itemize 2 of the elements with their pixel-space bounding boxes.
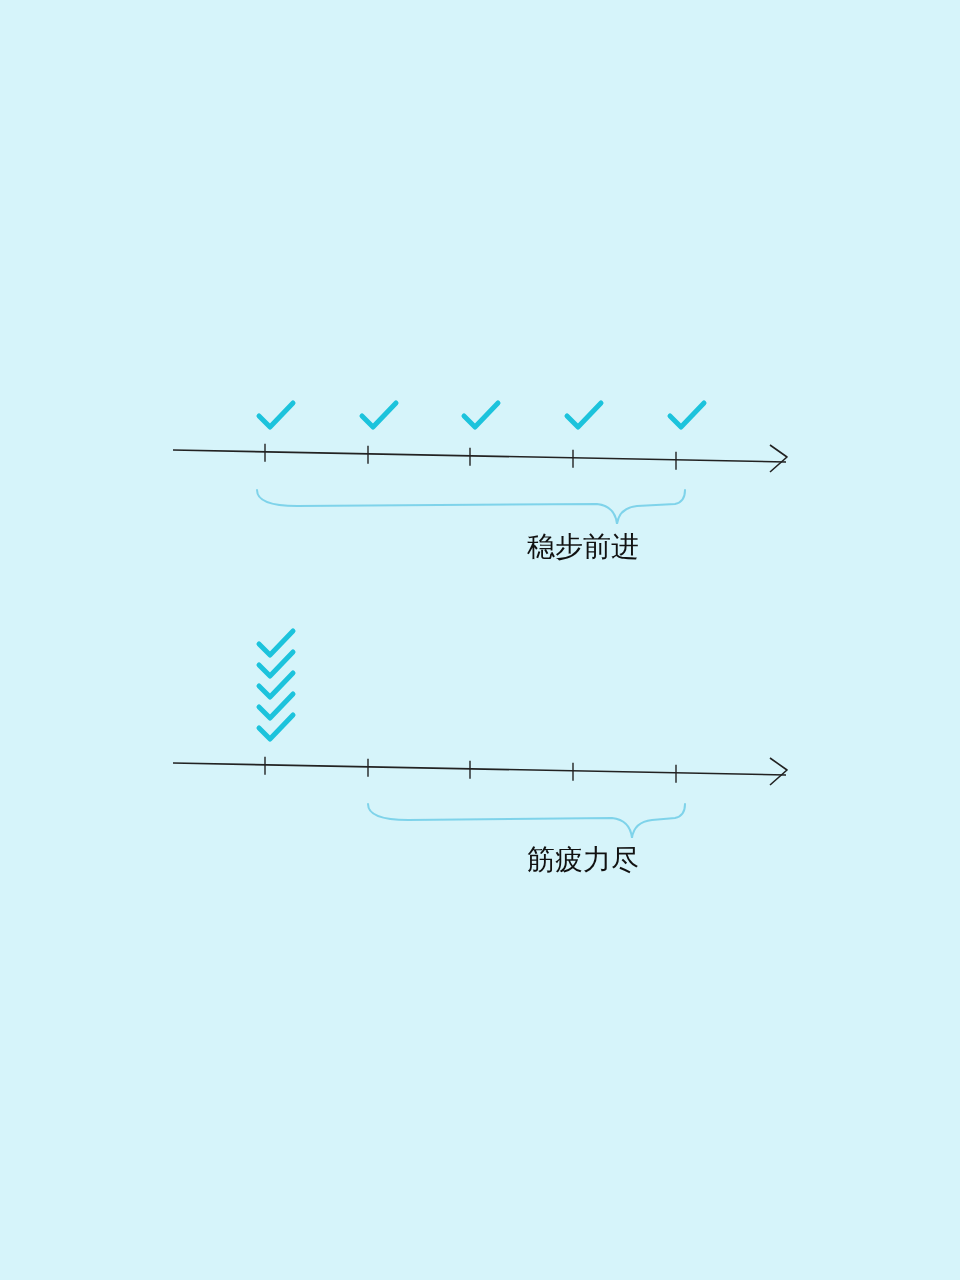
brace-label: 筋疲力尽 bbox=[527, 843, 639, 877]
brace-label: 稳步前进 bbox=[527, 530, 639, 564]
